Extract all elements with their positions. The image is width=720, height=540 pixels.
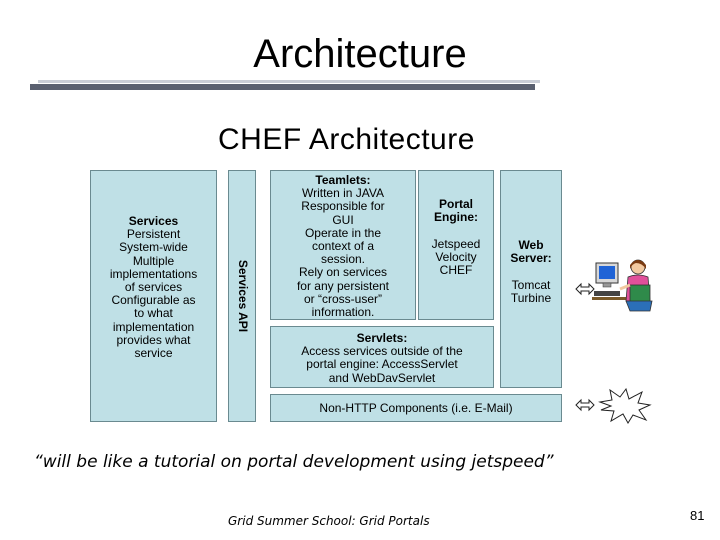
web-server-line: Turbine	[510, 290, 552, 305]
web-server-line: Tomcat	[511, 277, 551, 292]
portal-engine-box: Portal Engine: Jetspeed Velocity CHEF	[418, 170, 494, 320]
servlets-line: and WebDavServlet	[328, 370, 436, 385]
teamlets-line: information.	[311, 305, 375, 320]
diagram-title: CHEF Architecture	[218, 123, 475, 156]
servlets-line: portal engine: AccessServlet	[306, 357, 458, 372]
services-line: Multiple	[132, 253, 175, 268]
mail-burst-icon	[598, 388, 652, 424]
teamlets-box: Teamlets: Written in JAVA Responsible fo…	[270, 170, 416, 320]
services-line: provides what	[116, 332, 191, 347]
double-arrow-icon	[575, 282, 595, 296]
services-line: Persistent	[126, 227, 181, 242]
web-server-heading: Web	[518, 238, 544, 252]
title-rule-light	[38, 80, 540, 83]
teamlets-line: context of a	[311, 239, 375, 254]
quote-text: “will be like a tutorial on portal devel…	[34, 452, 554, 472]
web-server-heading: Server:	[510, 251, 552, 266]
footer-text: Grid Summer School: Grid Portals	[228, 514, 430, 528]
double-arrow-icon	[575, 398, 595, 412]
slide-title: Architecture	[253, 32, 467, 76]
services-box: Services Persistent System-wide Multiple…	[90, 170, 217, 422]
web-server-spacer	[501, 265, 561, 278]
teamlets-line: session.	[320, 252, 366, 267]
services-api-label: Services API	[236, 259, 250, 333]
portal-engine-heading: Engine:	[434, 210, 478, 225]
teamlets-line: Rely on services	[298, 265, 388, 280]
teamlets-heading: Teamlets:	[315, 173, 371, 187]
teamlets-line: Responsible for	[301, 199, 385, 214]
portal-engine-line: CHEF	[439, 263, 473, 278]
teamlets-line: Operate in the	[304, 225, 382, 240]
portal-engine-spacer	[419, 224, 493, 237]
teamlets-line: Written in JAVA	[301, 186, 385, 201]
services-line: implementation	[112, 319, 195, 334]
services-line: to what	[134, 306, 173, 321]
services-line: Configurable as	[111, 293, 196, 308]
non-http-box: Non-HTTP Components (i.e. E-Mail)	[270, 394, 562, 422]
services-heading: Services	[128, 214, 179, 228]
servlets-line: Access services outside of the	[301, 344, 463, 359]
portal-engine-line: Jetspeed	[431, 236, 481, 251]
page-number: 81	[690, 508, 705, 523]
portal-engine-heading: Portal	[438, 197, 473, 211]
teamlets-line: for any persistent	[296, 278, 390, 293]
services-line: implementations	[109, 266, 198, 281]
title-rule-dark	[30, 84, 535, 90]
servlets-box: Servlets: Access services outside of the…	[270, 326, 494, 388]
portal-engine-line: Velocity	[435, 249, 477, 264]
services-api-box	[228, 170, 256, 422]
services-line: of services	[124, 280, 183, 295]
teamlets-line: GUI	[332, 212, 354, 227]
teamlets-line: or “cross-user”	[303, 291, 382, 306]
services-line: service	[134, 346, 173, 361]
non-http-label: Non-HTTP Components (i.e. E-Mail)	[319, 401, 513, 415]
user-at-computer-icon	[592, 259, 653, 312]
servlets-heading: Servlets:	[356, 331, 408, 345]
web-server-box: Web Server: Tomcat Turbine	[500, 170, 562, 388]
services-line: System-wide	[119, 240, 188, 255]
